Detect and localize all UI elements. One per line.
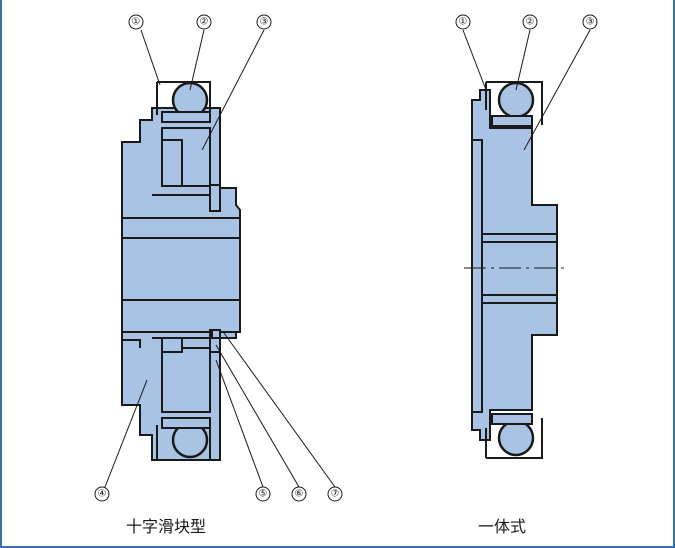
right-bottom-ball — [497, 419, 535, 457]
callout-4: ④ — [98, 489, 107, 500]
callout-1: ① — [132, 17, 141, 28]
callout-3: ③ — [260, 17, 269, 28]
left-callouts: ① ② ③ ④ ⑤ ⑥ ⑦ — [94, 14, 343, 502]
right-top-outer-race — [486, 81, 543, 125]
left-top-inner-ring — [161, 111, 211, 123]
callout-7: ⑦ — [331, 489, 340, 500]
leader-lines — [104, 29, 591, 488]
right-assembly — [464, 81, 564, 459]
left-slider-bottom — [161, 347, 211, 413]
left-assembly — [121, 81, 241, 461]
callout-2: ② — [200, 17, 209, 28]
left-top-outer-race — [157, 81, 211, 118]
left-caption: 十字滑块型 — [126, 517, 207, 536]
left-bottom-outer-race — [157, 425, 211, 461]
right-callouts: ① ② ③ — [455, 14, 598, 30]
right-callout-2: ② — [526, 17, 535, 28]
right-callout-1: ① — [459, 17, 468, 28]
right-callout-3: ③ — [586, 17, 595, 28]
left-hub — [121, 217, 241, 333]
left-bottom-inner-ring — [161, 417, 211, 429]
callout-6: ⑥ — [295, 489, 304, 500]
right-caption: 一体式 — [478, 517, 527, 536]
right-body — [471, 89, 558, 441]
right-bottom-outer-race — [486, 418, 543, 459]
callout-5: ⑤ — [259, 489, 268, 500]
